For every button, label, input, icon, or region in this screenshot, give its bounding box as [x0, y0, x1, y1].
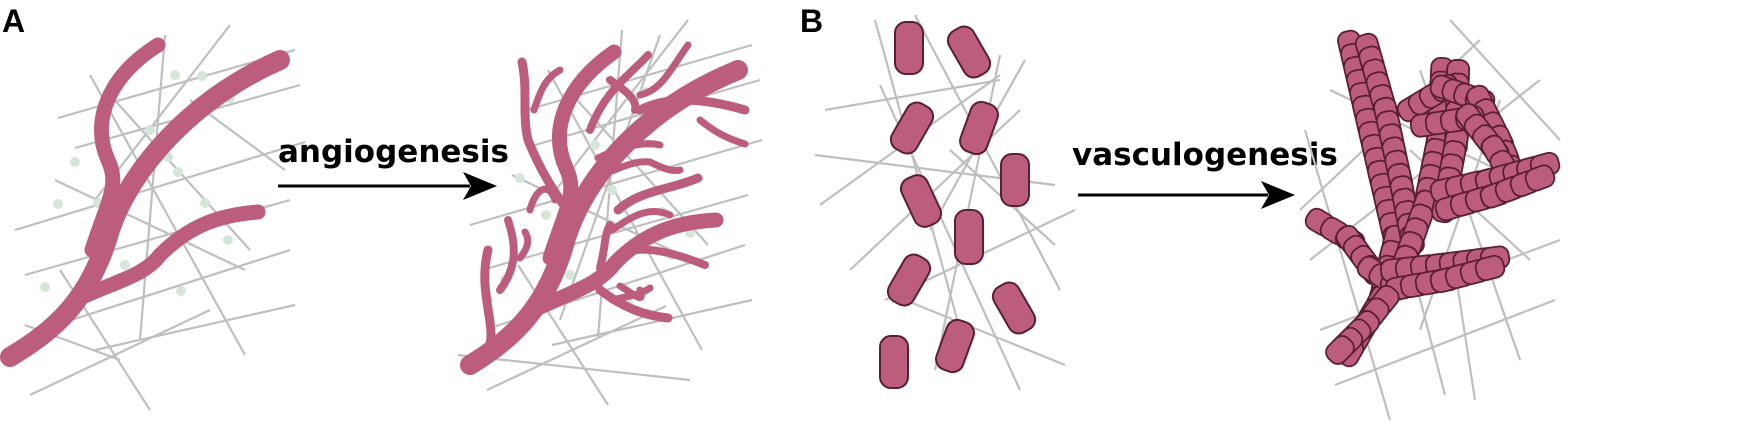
endothelial-cell — [946, 25, 992, 79]
vessel-network-a1 — [0, 37, 290, 367]
endothelial-cell — [879, 335, 909, 389]
panel-a-before — [0, 24, 306, 411]
endothelial-cell — [1325, 335, 1355, 365]
endothelial-cell — [959, 100, 999, 156]
panel-a-after — [457, 19, 763, 406]
endothelial-cell — [1524, 164, 1556, 192]
growth-factor-dots-a1 — [40, 70, 241, 296]
arrow-head — [1261, 181, 1295, 209]
vascular-cell-network — [1304, 29, 1561, 368]
panel-a-letter: A — [2, 3, 25, 39]
panel-b-before — [814, 14, 1076, 391]
panel-b-after — [1299, 19, 1561, 421]
endothelial-cell — [1474, 254, 1506, 282]
panel-a: A — [0, 3, 763, 411]
endothelial-cell — [935, 318, 975, 374]
panel-b-letter: B — [800, 3, 823, 39]
endothelial-cell — [991, 281, 1037, 335]
vasculogenesis-label: vasculogenesis — [1072, 137, 1338, 173]
vessel-network-a2 — [460, 41, 750, 375]
endothelial-cell — [1000, 153, 1030, 207]
angiogenesis-label: angiogenesis — [278, 134, 509, 170]
endothelial-cell — [889, 101, 935, 155]
endothelial-cell — [954, 209, 984, 265]
endothelial-cells-b1 — [879, 21, 1037, 389]
angiogenesis-arrow: angiogenesis — [278, 134, 509, 200]
endothelial-cell — [899, 174, 943, 228]
vasculogenesis-arrow: vasculogenesis — [1072, 137, 1338, 209]
endothelial-cell — [886, 253, 932, 307]
arrow-head — [463, 172, 497, 200]
endothelial-cell — [894, 21, 924, 75]
panel-b: B — [800, 3, 1561, 421]
